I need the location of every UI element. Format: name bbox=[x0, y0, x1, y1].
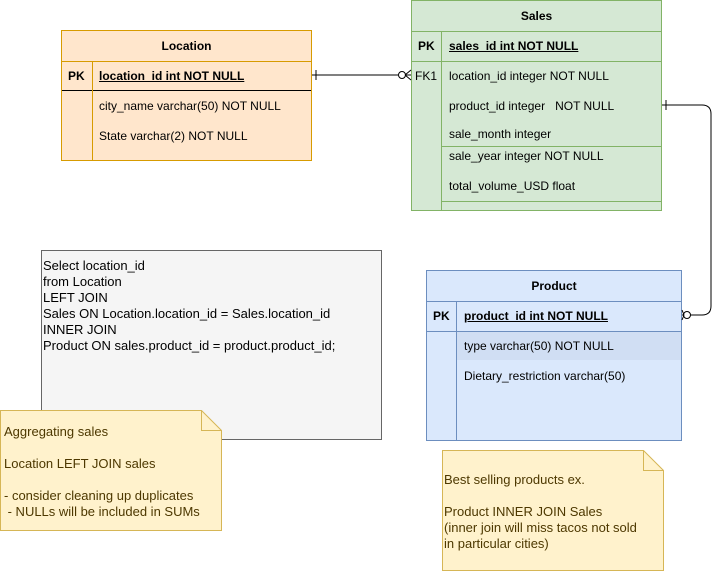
sales-title-divider bbox=[412, 31, 661, 32]
product-field-type-highlight bbox=[457, 332, 681, 360]
note-line: - consider cleaning up duplicates bbox=[4, 488, 194, 503]
product-field-type: type varchar(50) NOT NULL bbox=[464, 339, 614, 353]
note-best-selling[interactable]: Best selling products ex. Product INNER … bbox=[442, 450, 664, 571]
sales-field-product-id: product_id integer NOT NULL bbox=[449, 99, 615, 113]
sales-field-location-id: location_id integer NOT NULL bbox=[449, 69, 609, 83]
note-line: in particular cities) bbox=[444, 536, 549, 551]
note-line: Location LEFT JOIN sales bbox=[4, 456, 156, 471]
sales-pk-divider bbox=[412, 61, 661, 62]
product-pk-divider bbox=[427, 331, 681, 332]
note-line bbox=[444, 488, 637, 504]
product-table[interactable]: Product PK product_id int NOT NULL type … bbox=[426, 270, 682, 441]
location-pk-field: location_id int NOT NULL bbox=[99, 69, 245, 83]
product-pk-field: product_id int NOT NULL bbox=[464, 309, 608, 323]
sql-query-box[interactable]: Select location_id from Location LEFT JO… bbox=[41, 250, 382, 440]
location-field-state: State varchar(2) NOT NULL bbox=[99, 129, 248, 143]
sql-line: Sales ON Location.location_id = Sales.lo… bbox=[43, 306, 331, 321]
sales-field-sale-year: sale_year integer NOT NULL bbox=[449, 149, 604, 163]
sales-fk-label: FK1 bbox=[415, 69, 438, 83]
sql-line: from Location bbox=[43, 274, 122, 289]
sales-pk-field: sales_id int NOT NULL bbox=[449, 39, 579, 53]
sql-line: LEFT JOIN bbox=[43, 290, 108, 305]
sales-field-total-volume: total_volume_USD float bbox=[449, 179, 576, 193]
note-line bbox=[4, 472, 200, 488]
note-line: (inner join will miss tacos not sold bbox=[444, 520, 637, 535]
location-table-title: Location bbox=[161, 39, 212, 53]
note-line bbox=[4, 440, 200, 456]
note-aggregating-sales[interactable]: Aggregating sales Location LEFT JOIN sal… bbox=[0, 410, 222, 531]
sales-table-title: Sales bbox=[520, 9, 553, 23]
sales-bottom-divider bbox=[441, 201, 661, 202]
sales-pk-label: PK bbox=[418, 39, 435, 53]
sql-line: INNER JOIN bbox=[43, 322, 117, 337]
product-title-divider bbox=[427, 301, 681, 302]
note-line: Product INNER JOIN Sales bbox=[444, 504, 603, 519]
note-line: Aggregating sales bbox=[4, 424, 109, 439]
location-table[interactable]: Location PK location_id int NOT NULL cit… bbox=[61, 30, 312, 161]
product-pk-label: PK bbox=[433, 309, 450, 323]
product-table-title: Product bbox=[531, 279, 577, 293]
sales-key-column-divider bbox=[441, 31, 442, 210]
location-key-column-divider bbox=[92, 61, 93, 160]
location-sales-connector[interactable] bbox=[312, 69, 412, 81]
sql-line: Select location_id bbox=[43, 258, 145, 273]
note-line: Best selling products ex. bbox=[444, 472, 585, 487]
product-field-dietary: Dietary_restriction varchar(50) bbox=[464, 369, 626, 383]
sql-line: Product ON sales.product_id = product.pr… bbox=[43, 338, 336, 353]
sales-product-connector[interactable] bbox=[662, 100, 712, 321]
sales-table[interactable]: Sales PK sales_id int NOT NULL FK1 locat… bbox=[411, 0, 662, 211]
sales-field-sale-month: sale_month integer bbox=[449, 127, 552, 141]
product-key-column-divider bbox=[456, 301, 457, 440]
location-title-divider bbox=[62, 61, 311, 62]
note-shape bbox=[0, 410, 222, 531]
location-field-city: city_name varchar(50) NOT NULL bbox=[99, 99, 281, 113]
note-line: - NULLs will be included in SUMs bbox=[4, 504, 200, 519]
sales-field-divider bbox=[441, 146, 661, 147]
location-pk-divider bbox=[62, 90, 311, 91]
location-pk-label: PK bbox=[68, 69, 85, 83]
note-shape bbox=[442, 450, 664, 571]
